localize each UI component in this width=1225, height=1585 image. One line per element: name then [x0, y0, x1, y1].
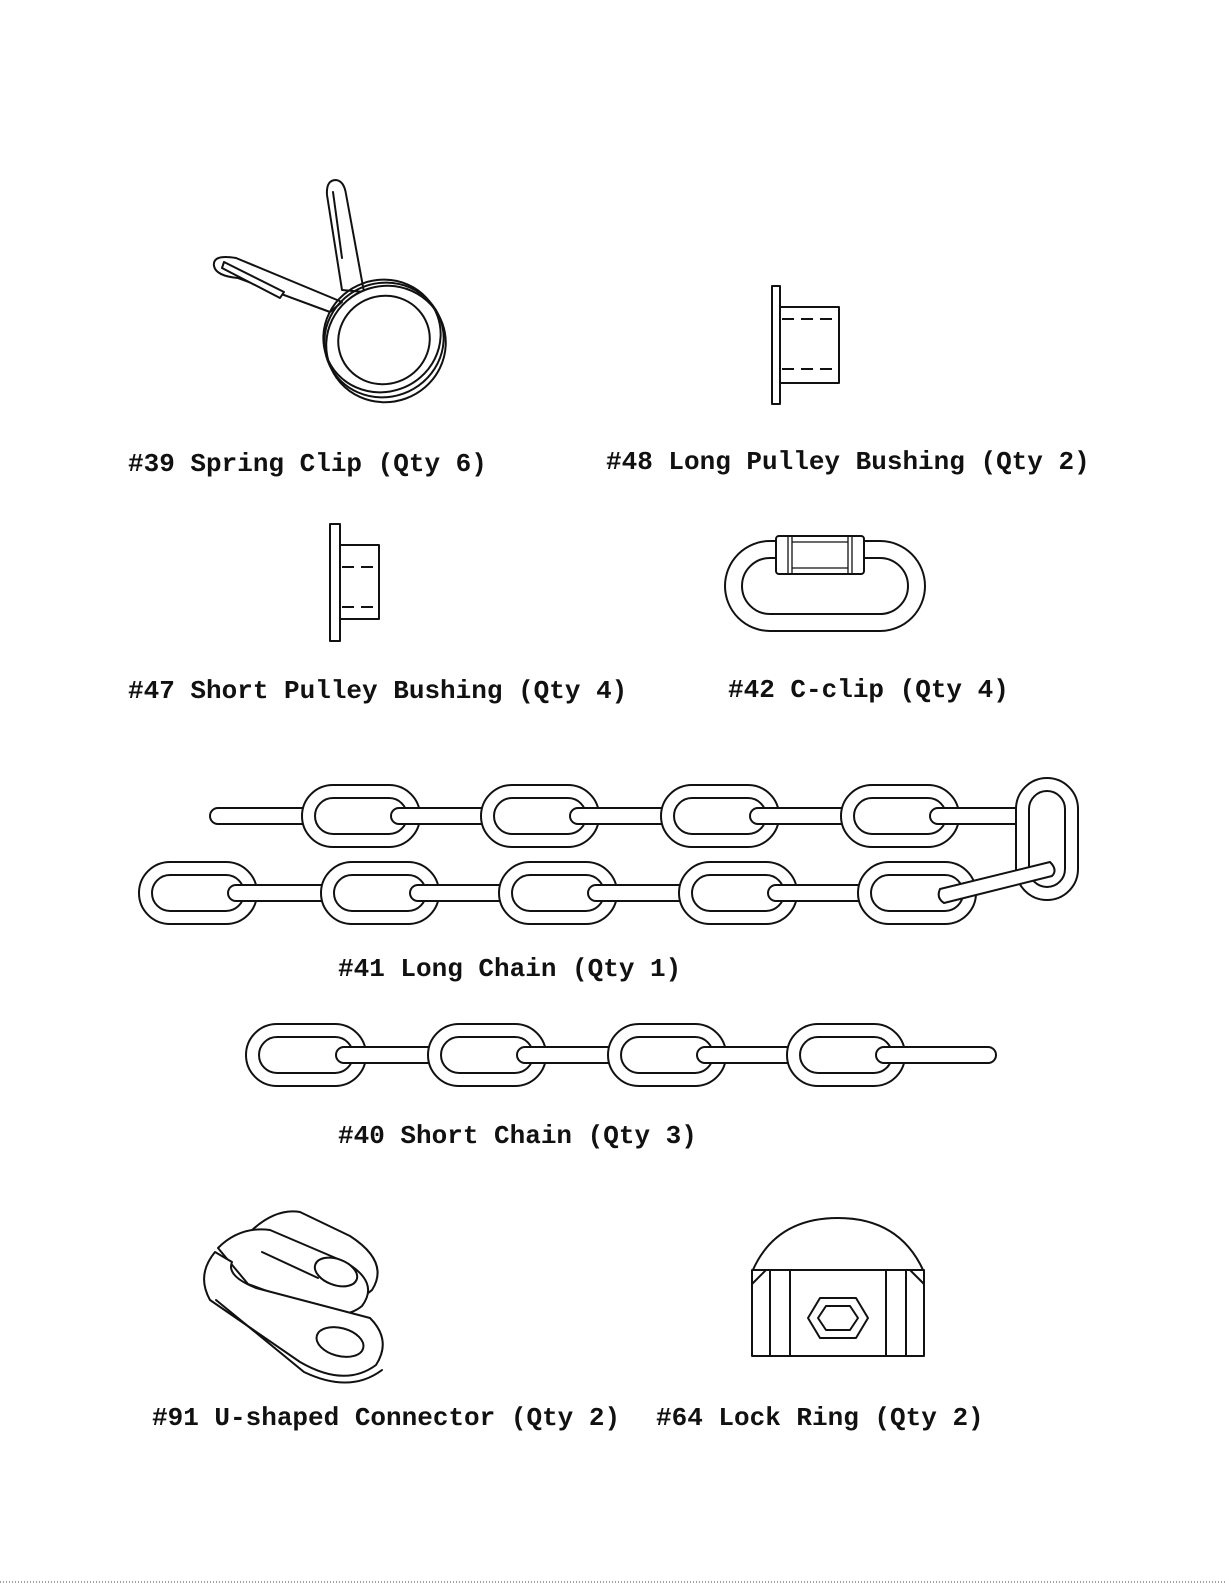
- label-lock-ring: #64 Lock Ring (Qty 2): [656, 1403, 984, 1433]
- lock-ring-drawing: [752, 1218, 924, 1356]
- chain-link-edge: [570, 808, 671, 824]
- label-short-chain: #40 Short Chain (Qty 3): [338, 1121, 697, 1151]
- label-short-pulley-bushing: #47 Short Pulley Bushing (Qty 4): [128, 676, 627, 706]
- chain-link-edge: [391, 808, 491, 824]
- short-chain-drawing: [246, 1024, 996, 1086]
- long-pulley-bushing-drawing: [772, 286, 839, 404]
- c-clip-drawing: [725, 536, 925, 631]
- label-long-pulley-bushing: #48 Long Pulley Bushing (Qty 2): [606, 447, 1090, 477]
- label-long-chain: #41 Long Chain (Qty 1): [338, 954, 681, 984]
- long-chain-drawing: [139, 778, 1078, 924]
- short-pulley-bushing-drawing: [330, 524, 379, 641]
- label-spring-clip: #39 Spring Clip (Qty 6): [128, 449, 487, 479]
- label-c-clip: #42 C-clip (Qty 4): [728, 675, 1009, 705]
- spring-clip-drawing: [214, 180, 462, 419]
- chain-link-edge: [750, 808, 851, 824]
- chain-link-edge: [876, 1047, 996, 1063]
- label-u-shaped-connector: #91 U-shaped Connector (Qty 2): [152, 1403, 620, 1433]
- u-shaped-connector-drawing: [204, 1211, 383, 1382]
